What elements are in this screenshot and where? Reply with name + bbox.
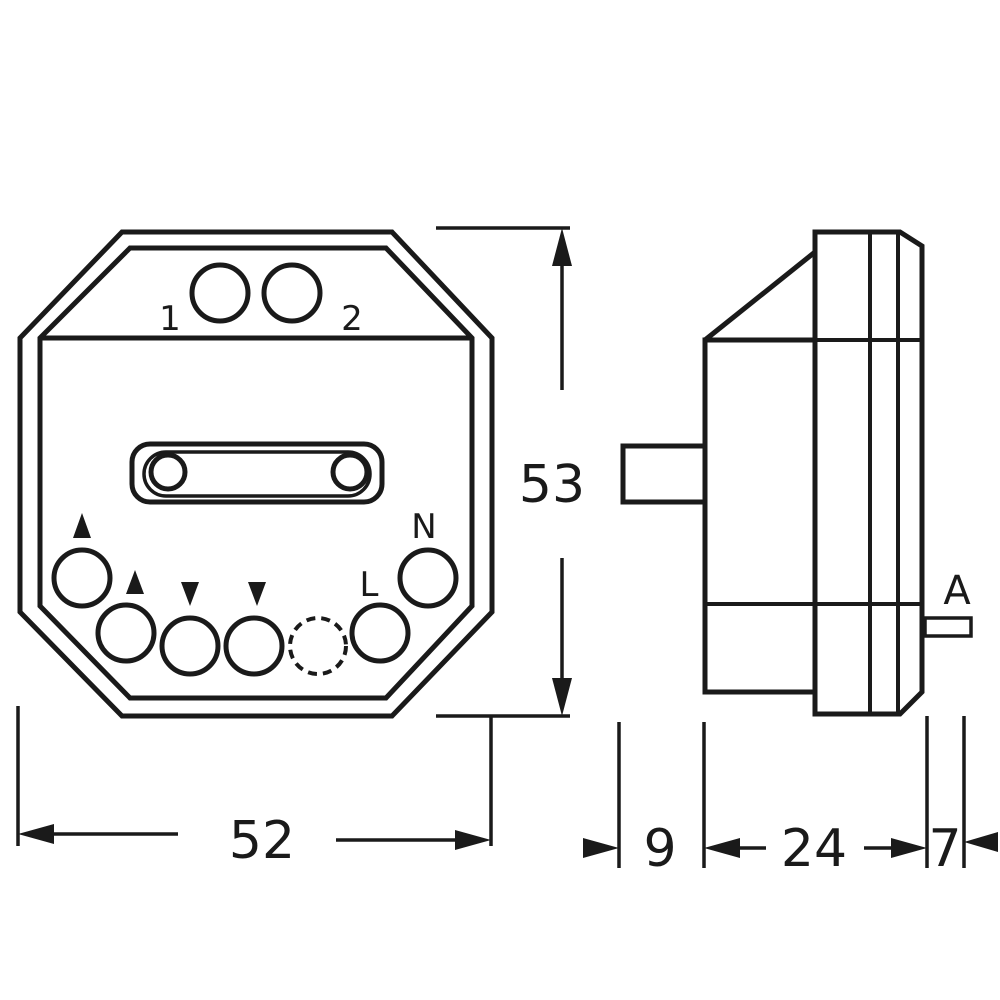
dim-height-label: 53 <box>519 455 585 515</box>
mounting-slot <box>142 450 372 498</box>
mounting-screw-left <box>148 452 188 492</box>
mounting-bracket <box>129 441 385 505</box>
up-arrow-icon-2 <box>126 570 144 594</box>
terminal-up-2 <box>95 602 157 664</box>
dim-height-arrow-bottom <box>552 678 572 716</box>
side-axle-stub <box>620 443 708 505</box>
dim-9-arrow <box>583 838 619 858</box>
side-view: A <box>620 229 973 717</box>
side-body-outline <box>702 337 815 695</box>
terminal-down-2 <box>223 615 285 677</box>
dim-24-arrow-right <box>891 838 927 858</box>
dimension-lines: 53 52 9 24 7 <box>16 226 998 879</box>
side-body-bevel <box>703 250 817 342</box>
terminal-2-label: 2 <box>341 299 363 339</box>
dim-9-label: 9 <box>643 819 676 879</box>
front-view: 1 2 N L <box>17 229 495 719</box>
dim-width-label: 52 <box>229 811 295 871</box>
terminal-n-label: N <box>411 507 436 547</box>
terminal-l-label: L <box>360 565 379 605</box>
down-arrow-icon-2 <box>248 582 266 606</box>
dim-width-arrow-left <box>18 824 54 844</box>
terminal-1-hole <box>189 262 251 324</box>
terminal-up-1 <box>51 547 113 609</box>
terminal-2-hole <box>261 262 323 324</box>
connector-a-label: A <box>943 568 971 614</box>
dim-7-label: 7 <box>928 819 961 879</box>
dim-height-arrow-top <box>552 228 572 266</box>
terminal-l <box>349 602 411 664</box>
down-arrow-icon <box>181 582 199 606</box>
front-inner-octagon <box>37 245 475 701</box>
terminal-down-1 <box>159 615 221 677</box>
terminal-n <box>397 547 459 609</box>
mounting-screw-right <box>330 452 370 492</box>
connector-a-pin <box>923 616 973 638</box>
dim-width-arrow-right <box>455 830 491 850</box>
terminal-empty-dashed <box>288 616 348 676</box>
up-arrow-icon <box>73 513 91 538</box>
dim-24-arrow-left <box>704 838 740 858</box>
terminal-1-label: 1 <box>159 299 181 339</box>
front-outer-octagon <box>17 229 495 719</box>
dim-7-arrow <box>964 832 998 852</box>
dim-24-label: 24 <box>781 819 847 879</box>
